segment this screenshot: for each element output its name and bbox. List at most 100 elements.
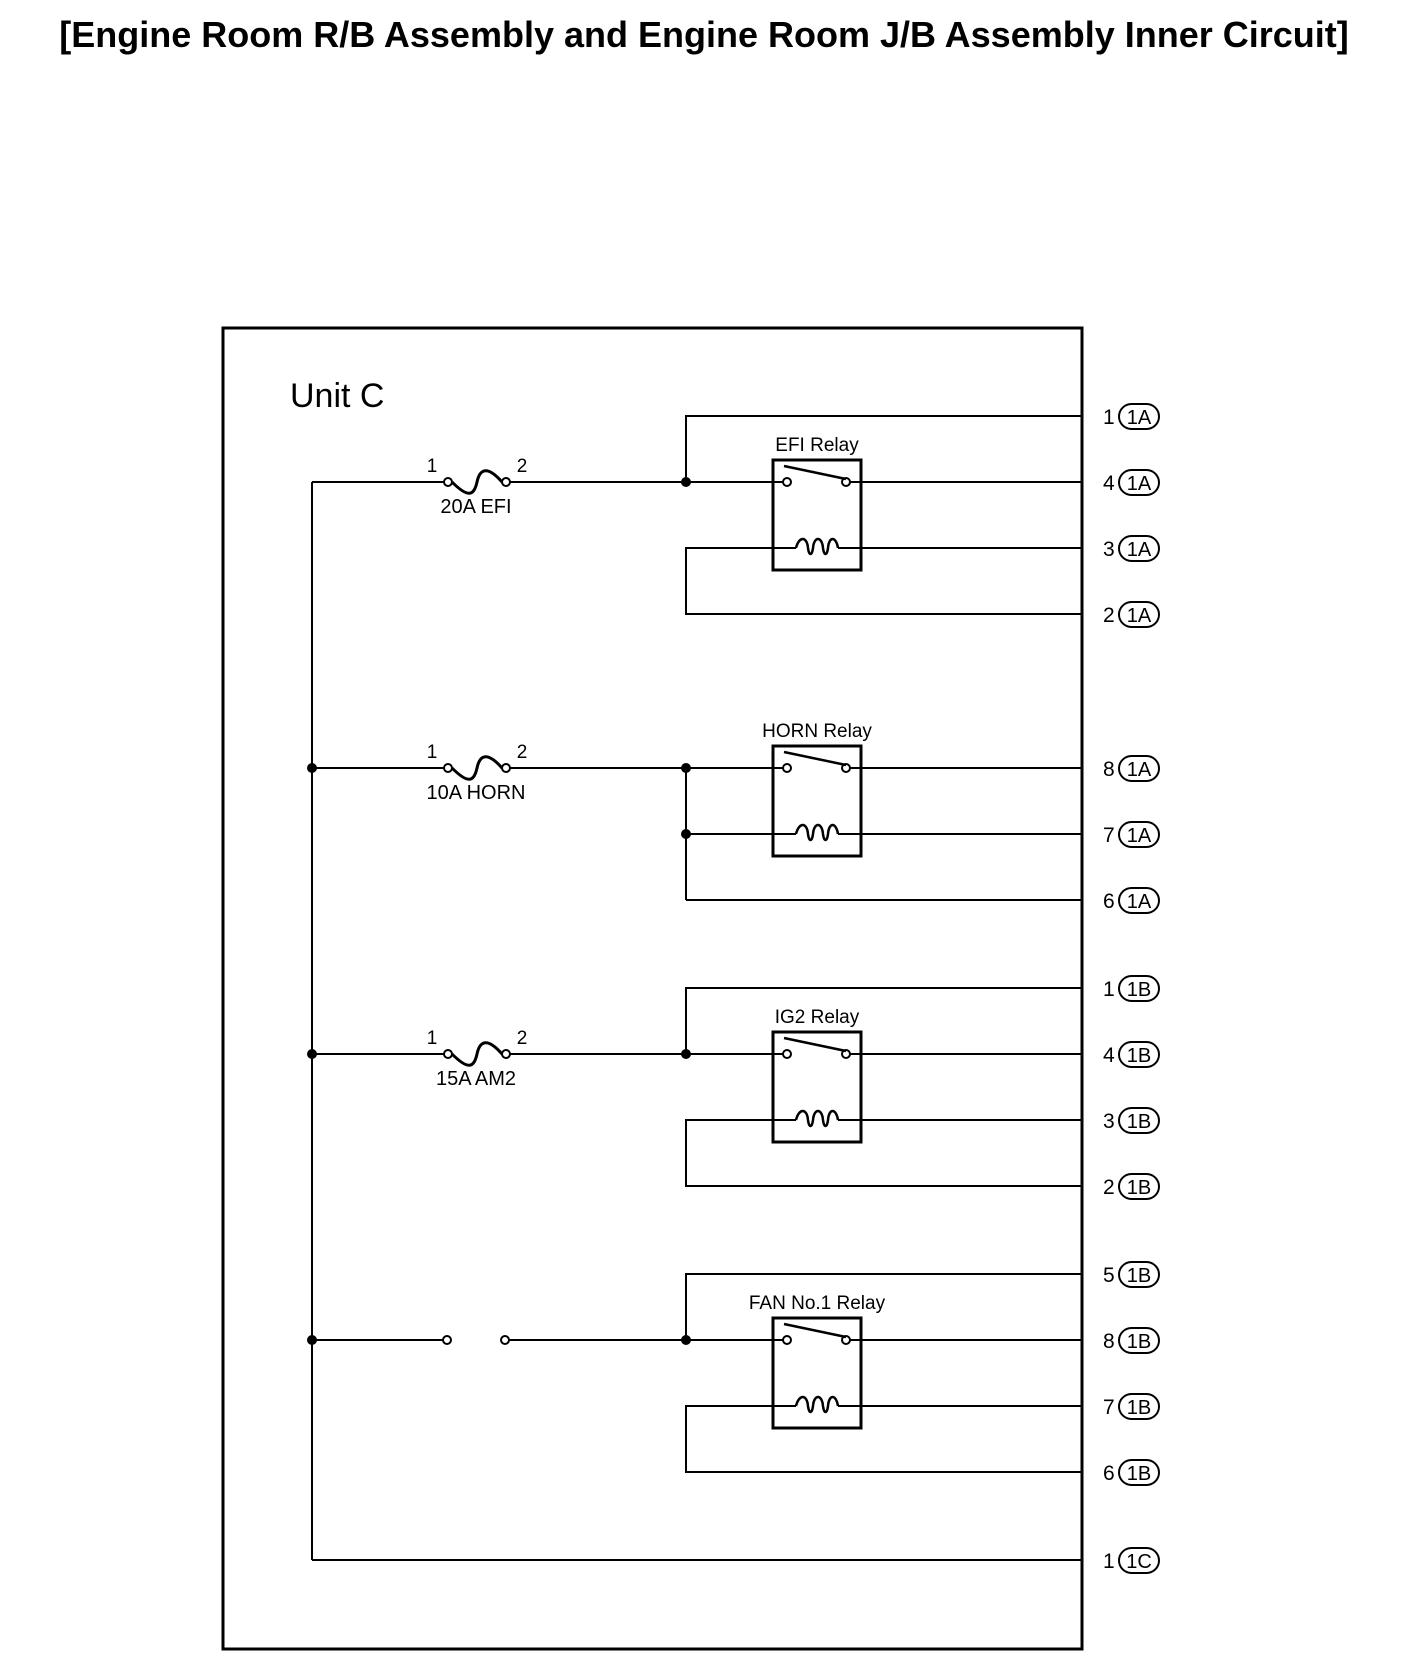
relay-box (771, 458, 863, 572)
relay-label: HORN Relay (762, 721, 872, 742)
wire (685, 1405, 1082, 1473)
connector-badge (1118, 1261, 1160, 1288)
connector-badge (1118, 469, 1160, 496)
fuse-pin-label: 2 (517, 456, 528, 477)
connector-code: 1A (1127, 825, 1152, 847)
terminal-pin-number: 3 (1103, 538, 1115, 561)
wire (685, 1119, 1082, 1187)
relay-fan-no-1-relay: FAN No.1 Relay (749, 1293, 886, 1430)
terminal-3-1a: 3 1A (1103, 535, 1160, 562)
fuse-element (450, 755, 504, 781)
relay-label: EFI Relay (775, 435, 859, 456)
terminal-pin-number: 4 (1103, 472, 1115, 495)
junction-dot (681, 829, 691, 839)
fuse-terminal (501, 1049, 511, 1059)
fuse-element (450, 1041, 504, 1067)
relay-switch-arm (783, 464, 847, 481)
fuse-terminal (443, 477, 453, 487)
relay-contact (782, 477, 792, 487)
relay-coil (794, 1109, 840, 1128)
connector-code: 1B (1127, 1331, 1151, 1353)
relay-efi-relay: EFI Relay (771, 435, 863, 572)
connector-code: 1A (1127, 605, 1152, 627)
fuse-rating-label: 20A EFI (440, 496, 511, 518)
fuse-pin-label: 1 (427, 742, 438, 763)
connector-badge (1118, 821, 1160, 848)
connector-badge (1118, 1459, 1160, 1486)
wire (685, 987, 1082, 1054)
relay-coil (794, 1395, 840, 1414)
relay-switch-arm (783, 1322, 847, 1339)
connector-badge (1118, 1393, 1160, 1420)
wire (685, 415, 1082, 482)
relay-box (771, 744, 863, 858)
connector-code: 1B (1127, 979, 1151, 1001)
relay-contact (782, 763, 792, 773)
junction-dot (681, 477, 691, 487)
connector-badge (1118, 1041, 1160, 1068)
connector-badge (1118, 535, 1160, 562)
terminal-1-1b: 1 1B (1103, 975, 1160, 1002)
terminal-pin-number: 7 (1103, 824, 1115, 847)
connector-code: 1A (1127, 473, 1152, 495)
relay-switch-arm (783, 750, 847, 767)
wire (685, 1273, 1082, 1340)
connector-badge (1118, 1107, 1160, 1134)
junction-dot (307, 1335, 317, 1345)
connector-badge (1118, 403, 1160, 430)
connector-badge (1118, 1173, 1160, 1200)
terminal-pin-number: 2 (1103, 1176, 1115, 1199)
connector-badge (1118, 1547, 1160, 1574)
terminal-pin-number: 3 (1103, 1110, 1115, 1133)
terminal-7-1a: 7 1A (1103, 821, 1160, 848)
junction-dot (681, 1049, 691, 1059)
connector-code: 1B (1127, 1265, 1151, 1287)
junction-dot (681, 763, 691, 773)
terminal-pin-number: 5 (1103, 1264, 1115, 1287)
connector-code: 1A (1127, 539, 1152, 561)
fuse-element (450, 469, 504, 495)
terminal-2-1a: 2 1A (1103, 601, 1160, 628)
unit-label: Unit C (290, 377, 384, 415)
fuse-rating-label: 15A AM2 (436, 1068, 516, 1090)
connector-badge (1118, 601, 1160, 628)
fuse-rating-label: 10A HORN (427, 782, 526, 804)
terminal-pin-number: 6 (1103, 1462, 1115, 1485)
connector-code: 1A (1127, 407, 1152, 429)
connector-code: 1A (1127, 891, 1152, 913)
terminal-pin-number: 8 (1103, 758, 1115, 781)
relay-ig2-relay: IG2 Relay (771, 1007, 863, 1144)
relay-coil (794, 823, 840, 842)
fuse-pin-label: 1 (427, 456, 438, 477)
terminal-pin-number: 1 (1103, 978, 1115, 1001)
fuse-pin-label: 2 (517, 1028, 528, 1049)
terminal-5-1b: 5 1B (1103, 1261, 1160, 1288)
terminal-pin-number: 1 (1103, 1550, 1115, 1573)
terminal-3-1b: 3 1B (1103, 1107, 1160, 1134)
connector-code: 1B (1127, 1111, 1151, 1133)
terminal-1-1c: 1 1C (1103, 1547, 1160, 1574)
relay-contact (782, 1335, 792, 1345)
junction-dot (307, 763, 317, 773)
fuse-terminal (501, 763, 511, 773)
connector-code: 1A (1127, 759, 1152, 781)
connector-badge (1118, 887, 1160, 914)
relay-switch-arm (783, 1036, 847, 1053)
fuse-terminal (501, 477, 511, 487)
terminal-pin-number: 6 (1103, 890, 1115, 913)
fuse-pin-label: 1 (427, 1028, 438, 1049)
connector-code: 1C (1126, 1551, 1152, 1573)
terminal-6-1a: 6 1A (1103, 887, 1160, 914)
wiring (311, 415, 1082, 1561)
terminal-2-1b: 2 1B (1103, 1173, 1160, 1200)
terminal-pin-number: 2 (1103, 604, 1115, 627)
connector-code: 1B (1127, 1177, 1151, 1199)
